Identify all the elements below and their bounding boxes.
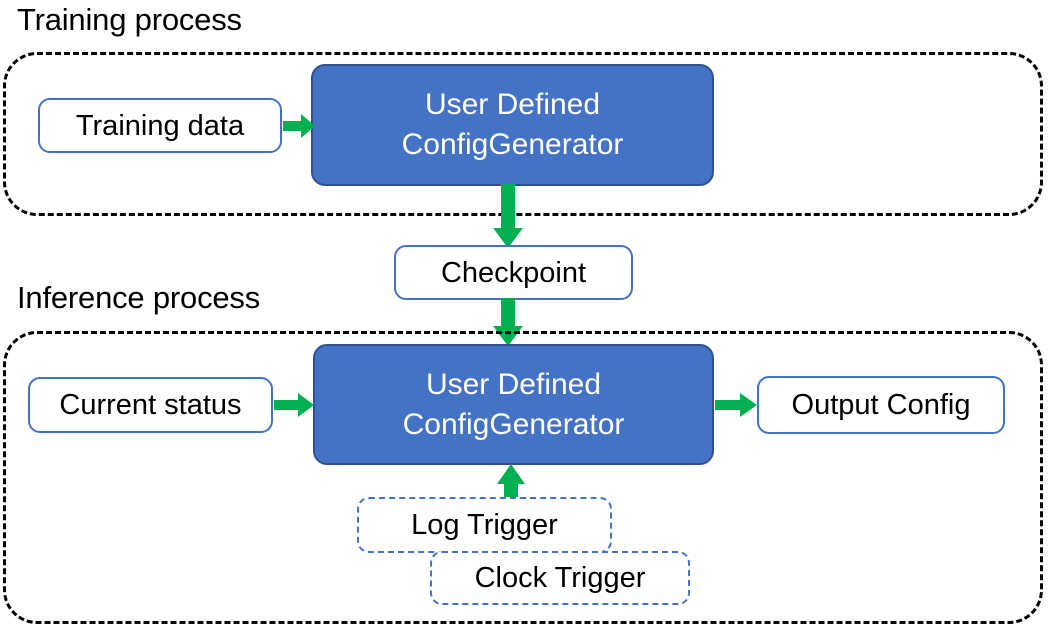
training-process-container [3,52,1043,216]
arrow-current-status-to-generator [274,393,314,417]
training-generator-line2: ConfigGenerator [401,128,624,161]
clock-trigger-box[interactable]: Clock Trigger [430,551,690,605]
inference-generator-line2: ConfigGenerator [402,407,625,441]
training-config-generator-box[interactable]: User Defined ConfigGenerator [311,64,714,186]
inference-config-generator-box[interactable]: User Defined ConfigGenerator [313,344,714,465]
current-status-box[interactable]: Current status [28,377,273,433]
arrow-generator-to-output-config [715,393,757,417]
output-config-box[interactable]: Output Config [757,376,1005,434]
arrow-generator-to-checkpoint [493,184,523,248]
inference-process-container [3,331,1043,624]
arrow-training-data-to-generator [283,114,315,138]
inference-generator-line1: User Defined [425,367,602,401]
training-process-title: Training process [17,2,242,37]
log-trigger-box[interactable]: Log Trigger [357,497,612,553]
training-data-box[interactable]: Training data [38,98,282,153]
arrow-checkpoint-to-inference-generator [493,298,523,346]
checkpoint-box[interactable]: Checkpoint [394,245,633,300]
inference-process-title: Inference process [17,280,261,315]
training-generator-line1: User Defined [424,88,601,121]
